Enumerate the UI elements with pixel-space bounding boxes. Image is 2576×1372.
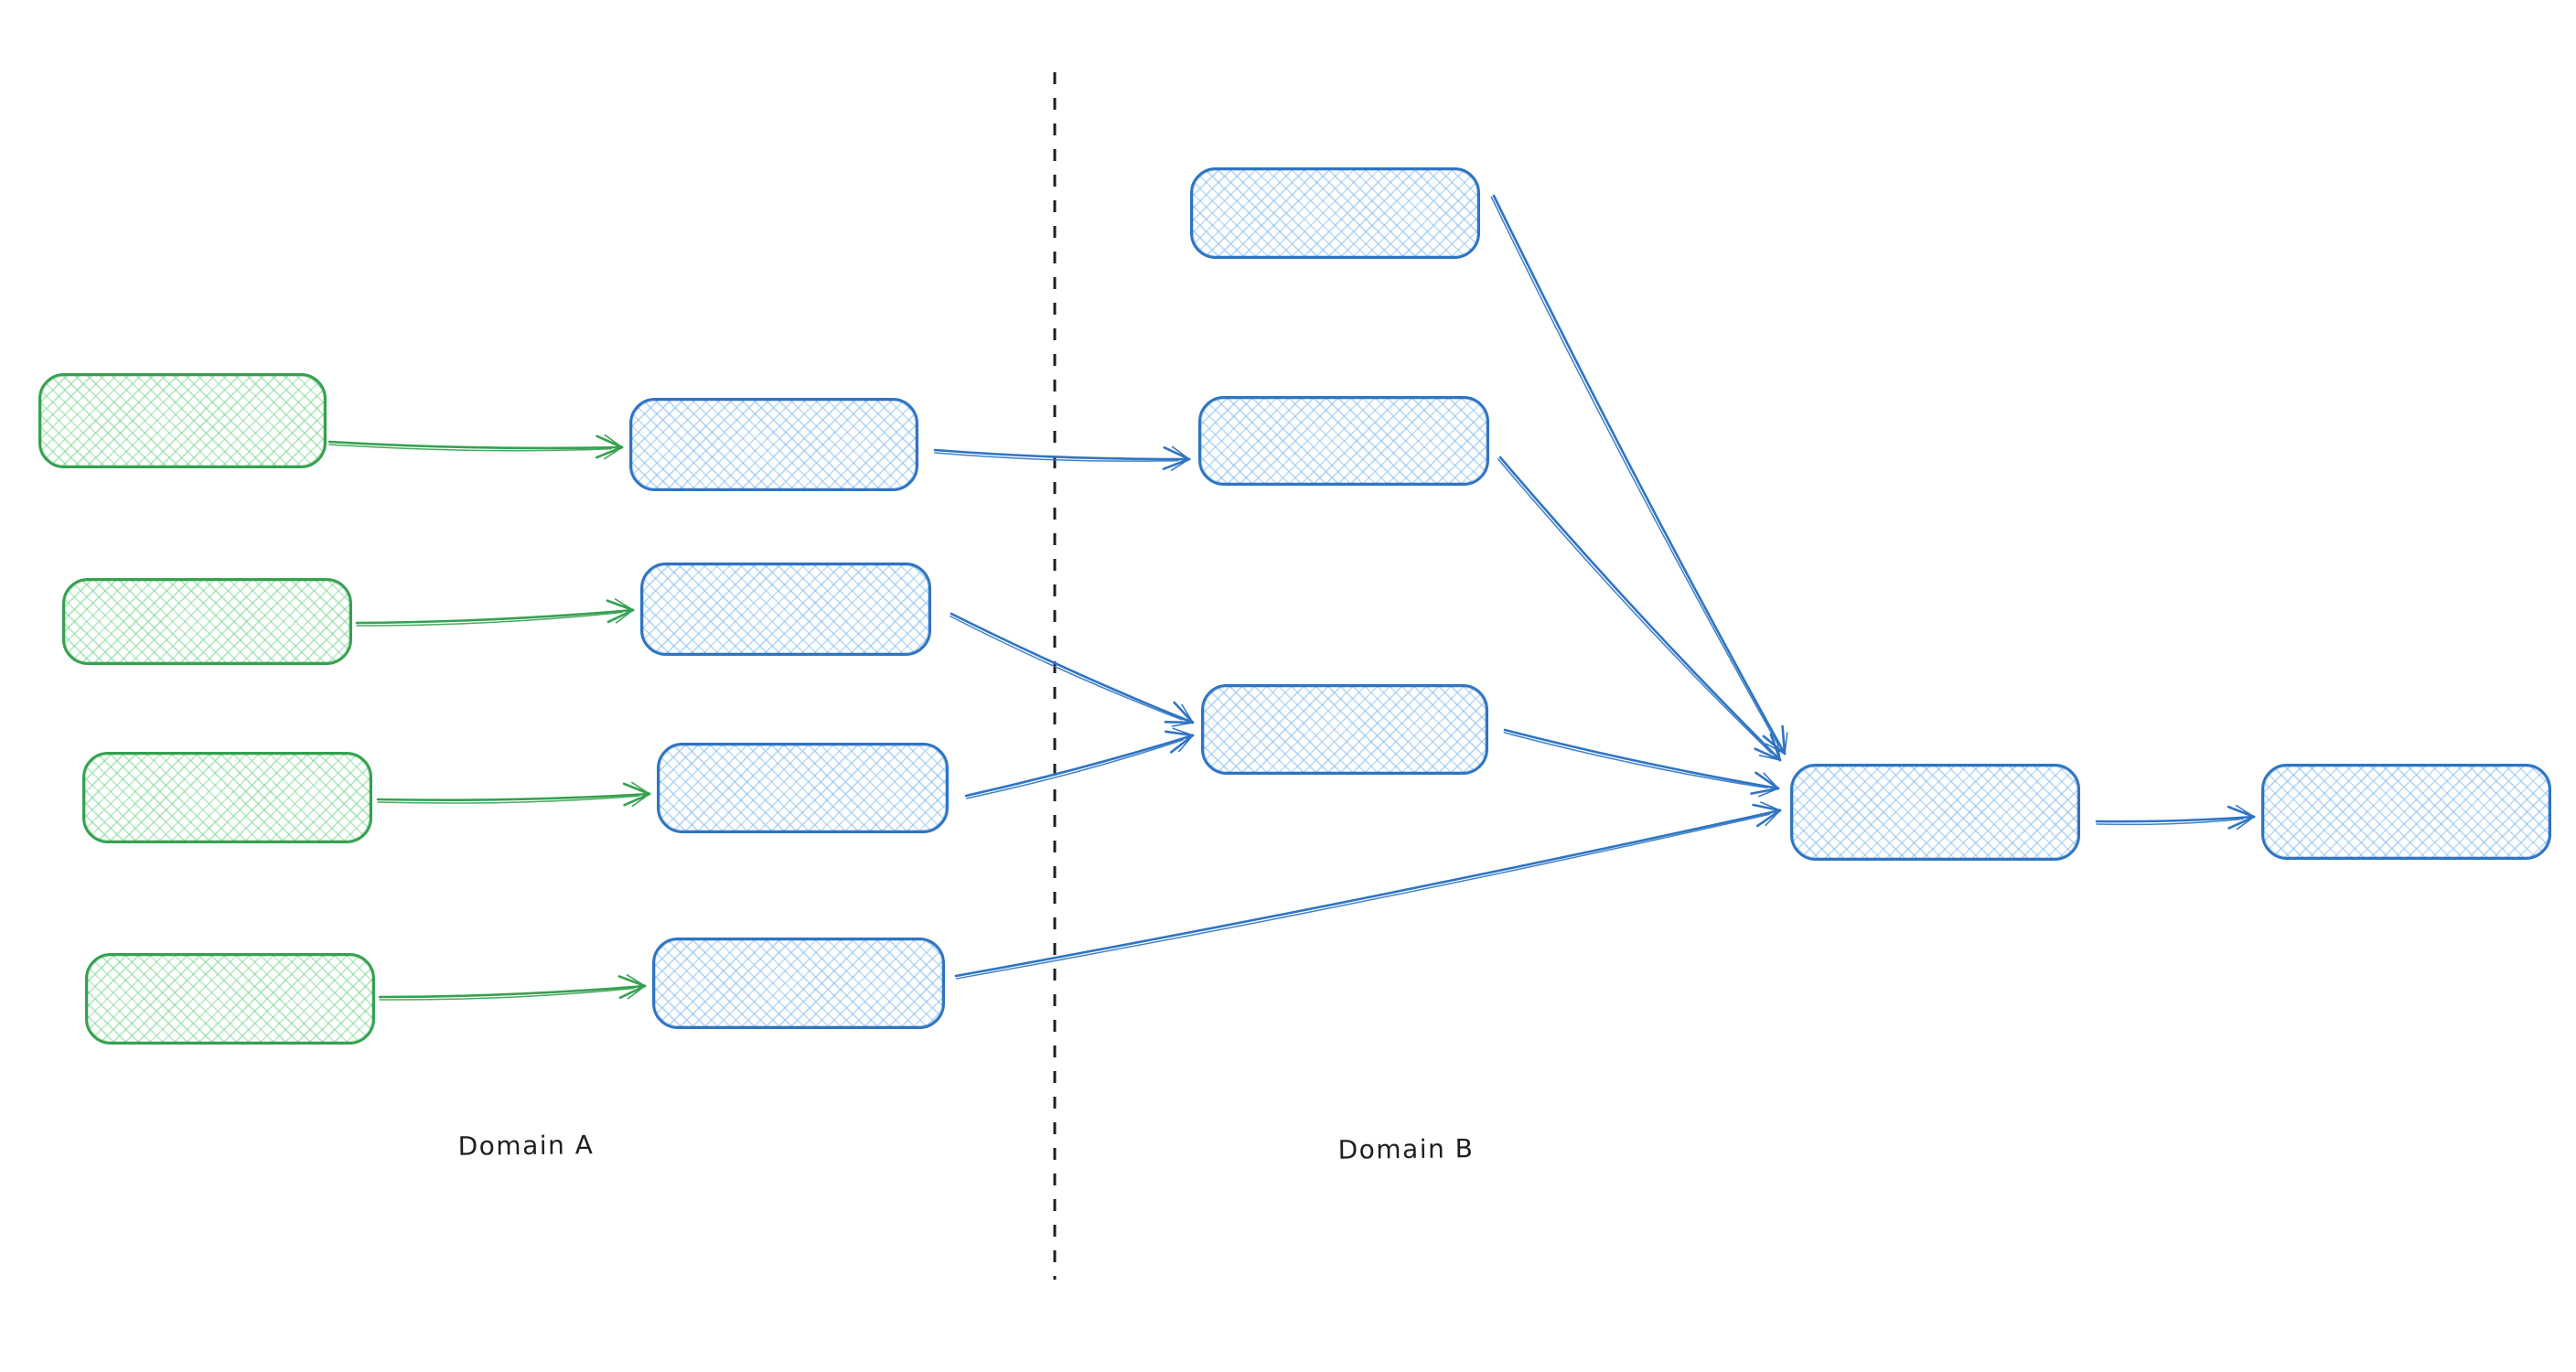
arrow-a-stage-1-to-b-input-2 [933, 445, 1191, 472]
domain-a-source-box-2 [62, 578, 352, 665]
domain-a-source-box-3 [82, 752, 372, 843]
domain-a-stage-box-4 [652, 938, 945, 1029]
arrow-a-source-1-to-a-stage-1 [327, 434, 624, 460]
domain-b-input-box-2 [1198, 396, 1489, 486]
domain-a-source-box-1 [38, 373, 327, 468]
arrow-b-input-3-to-b-merge [1503, 728, 1780, 798]
arrow-a-stage-2-to-b-input-3 [950, 612, 1195, 727]
arrow-b-merge-to-b-output [2095, 804, 2256, 831]
arrow-a-stage-3-to-b-input-3 [964, 727, 1195, 799]
domain-b-input-box-3 [1201, 684, 1488, 775]
arrow-b-input-1-to-b-merge [1490, 194, 1788, 756]
domain-b-input-box-1 [1190, 167, 1480, 259]
domain-a-stage-box-2 [640, 563, 931, 656]
domain-a-label: Domain A [457, 1130, 595, 1162]
domain-a-source-box-4 [85, 953, 375, 1045]
domain-b-label: Domain B [1337, 1133, 1475, 1165]
arrow-a-source-3-to-a-stage-3 [376, 781, 651, 808]
arrow-a-source-2-to-a-stage-2 [355, 598, 635, 627]
arrow-b-input-2-to-b-merge [1497, 456, 1782, 762]
domain-b-output-box [2261, 764, 2551, 860]
domain-a-stage-box-3 [657, 743, 949, 833]
arrow-a-stage-4-to-b-merge [954, 801, 1782, 980]
domain-b-merge-box [1790, 764, 2080, 861]
domain-a-stage-box-1 [629, 398, 918, 491]
arrow-a-source-4-to-a-stage-4 [378, 974, 647, 1001]
